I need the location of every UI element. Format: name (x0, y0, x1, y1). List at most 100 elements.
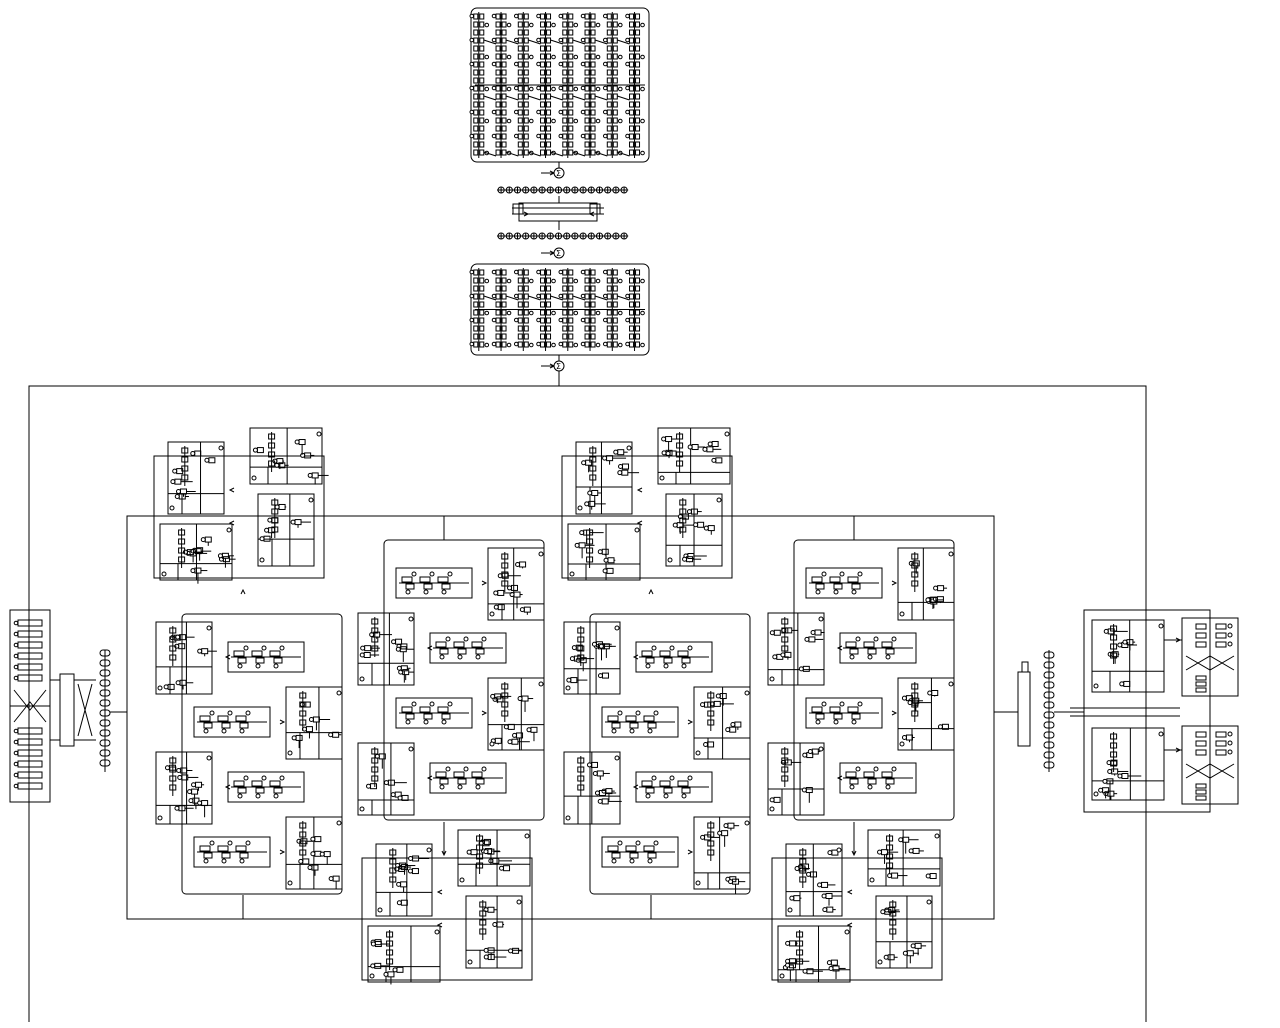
chain-cell (815, 713, 825, 720)
comb-cell (523, 277, 529, 284)
sum-node-symbol: Σ (556, 249, 561, 258)
module-cell (805, 787, 813, 794)
comb-cell (629, 85, 635, 92)
chain-cell (647, 852, 657, 859)
port-circle-icon (663, 663, 669, 669)
module-cell (814, 629, 822, 636)
port-circle-icon (447, 701, 453, 707)
comb-cell (523, 13, 529, 20)
port-circle-icon (617, 86, 623, 92)
module-cell (363, 651, 371, 658)
port-circle-icon (13, 728, 19, 734)
comb-cell (629, 45, 635, 52)
comb-cell (517, 333, 523, 340)
top-comb-lower (469, 263, 650, 356)
port-circle-icon (625, 37, 630, 43)
comb-cell (517, 37, 523, 44)
port-circle-icon (536, 317, 541, 323)
comb-cell (495, 29, 501, 36)
port-circle-icon (591, 641, 597, 647)
comb-cell (590, 101, 596, 108)
comb-cell (590, 269, 596, 276)
port-circle-icon (161, 571, 167, 577)
module-cell (887, 954, 895, 961)
comb-cell (562, 53, 568, 60)
port-circle-icon (528, 342, 534, 348)
port-circle-icon (163, 684, 169, 690)
port-circle-icon (695, 880, 701, 886)
edge-cell (1195, 675, 1207, 681)
module-cell (931, 689, 939, 696)
module-cell (494, 737, 502, 744)
module-right (875, 895, 933, 969)
stack-module (563, 621, 621, 695)
port-circle-icon (190, 451, 196, 457)
port-circle-icon (481, 636, 487, 642)
stack-chain (839, 762, 917, 794)
comb-cell (590, 141, 596, 148)
comb-cell (473, 13, 479, 20)
comb-cell (629, 101, 635, 108)
port-circle-icon (640, 342, 645, 348)
comb-cell (612, 117, 618, 124)
port-circle-icon (508, 948, 514, 954)
comb-cell (495, 309, 501, 316)
comb-cell (612, 133, 618, 140)
comb-cell (495, 317, 501, 324)
module-cell (706, 446, 714, 453)
comb-cell (501, 325, 507, 332)
port-circle-icon (602, 317, 608, 323)
comb-cell (523, 45, 529, 52)
module-cell (596, 770, 604, 777)
module-cell (411, 868, 419, 875)
comb-cross (594, 39, 608, 45)
stack-module (285, 686, 343, 760)
module-cell (578, 542, 586, 549)
comb-cell (629, 109, 635, 116)
stack-module (155, 621, 217, 695)
comb-cell (568, 293, 574, 300)
port-circle-icon (405, 589, 411, 595)
comb-cell (590, 85, 596, 92)
port-circle-icon (1119, 681, 1125, 687)
module-frame (167, 441, 225, 515)
comb-cross (505, 95, 519, 101)
port-circle-icon (602, 133, 608, 139)
comb-cell (546, 13, 552, 20)
comb-cell (546, 37, 552, 44)
comb-cell (568, 45, 574, 52)
comb-cell (590, 317, 596, 324)
comb-cell (568, 77, 574, 84)
comb-cell (479, 277, 485, 284)
port-circle-icon (383, 780, 389, 786)
arrow-icon (636, 520, 643, 526)
module-frame (257, 493, 315, 567)
comb-cell (495, 133, 501, 140)
module-cell (503, 865, 511, 872)
port-circle-icon (221, 858, 227, 864)
comb-cell (540, 21, 546, 28)
chain-frame (839, 632, 917, 664)
comb-cell (568, 117, 574, 124)
port-circle-icon (586, 762, 592, 768)
cluster-frame (771, 857, 943, 981)
comb-cell (590, 133, 596, 140)
comb-cross (594, 151, 608, 157)
comb-cell (473, 37, 479, 44)
port-circle-icon (396, 665, 402, 671)
chain-cell (441, 713, 451, 720)
port-circle-icon (528, 22, 534, 28)
comb-cell (501, 341, 507, 348)
port-circle-icon (827, 850, 833, 856)
chain-cell (273, 787, 283, 794)
port-circle-icon (1227, 731, 1233, 737)
comb-cell (612, 277, 618, 284)
comb-cross (505, 151, 519, 157)
chain-cell (659, 650, 671, 657)
edge-switch (1181, 617, 1239, 697)
comb-cell (584, 325, 590, 332)
port-circle-icon (887, 873, 893, 879)
comb-cell (612, 13, 618, 20)
port-circle-icon (307, 472, 313, 478)
